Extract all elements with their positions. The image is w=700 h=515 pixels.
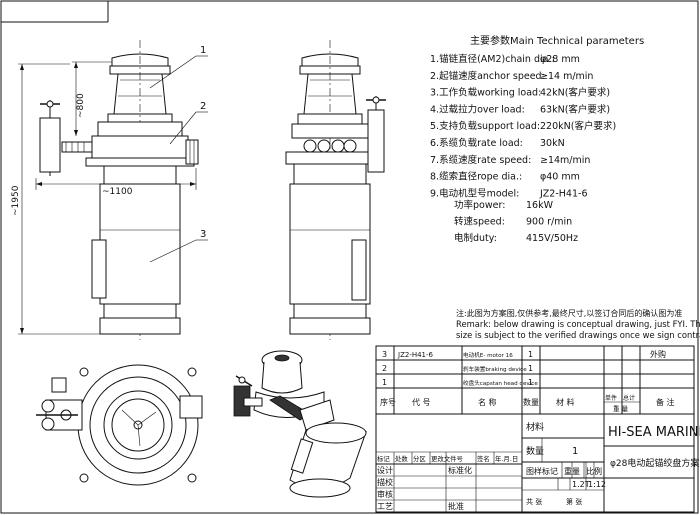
param-value: ≥14m/min (540, 155, 590, 166)
tb-weight-label: 重量 (564, 466, 580, 476)
param-value: φ40 mm (540, 172, 580, 183)
revision-col-label: 标记 (377, 454, 390, 463)
param-motor-label: 电制duty: (454, 232, 497, 244)
signature-row-label: 审核 (377, 489, 393, 499)
tb-qty-value: 1 (572, 446, 578, 457)
bom-rows: 3 JZ2-H41-6 电动机E- motor 16 1 外购 2 刹车装置braking … (382, 349, 666, 387)
param-value: 220kN(客户要求) (540, 120, 616, 132)
param-label: 6.系缆负载rate load: (430, 137, 523, 149)
bom-header-material: 材 料 (556, 397, 575, 407)
bom-row-name: 刹车装置braking device (463, 365, 527, 373)
params-list: 1.锚链直径(AM2)chain dia.:φ28 mm 2.起锚速度anchor… (430, 53, 616, 244)
callout-3: 3 (200, 229, 206, 240)
bom-header-weight: 重 量 (613, 405, 629, 413)
param-label: 8.缆索直径rope dia.: (430, 171, 522, 183)
param-label: 7.系缆速度rate speed: (430, 154, 531, 166)
param-label: 5.支持负载support load: (430, 120, 540, 132)
tb-sheet-total: 共 张 (526, 497, 542, 506)
param-value: φ28 mm (540, 54, 580, 65)
tb-weight-value: 1.2T (572, 480, 590, 489)
revision-col-label: 签名 (477, 454, 490, 463)
param-label: 4.过载拉力over load: (430, 103, 525, 115)
front-view (18, 40, 208, 340)
bom-row-note: 外购 (650, 349, 666, 359)
tb-material-label: 材料 (526, 421, 544, 433)
param-value: ≥14 m/min (540, 71, 593, 82)
param-label: 9.电动机型号model: (430, 187, 519, 199)
param-motor-label: 功率power: (454, 199, 505, 211)
tb-sheet-no: 第 张 (566, 497, 582, 506)
revision-col-label: 分区 (413, 454, 426, 463)
revision-col-label: 处数 (395, 454, 408, 463)
param-value: JZ2-H41-6 (539, 188, 588, 199)
tb-scale-value: 1:12 (588, 480, 606, 489)
param-motor-value: 415V/50Hz (526, 233, 578, 244)
bom-header-name: 名 称 (478, 397, 497, 407)
param-label: 1.锚链直径(AM2)chain dia.: (430, 53, 555, 65)
callout-2: 2 (200, 101, 206, 112)
params-title: 主要参数Main Technical parameters (470, 34, 644, 47)
remark-cn: 注:此图为方案图,仅供参考,最终尺寸,以签订合同后的确认图为准 (456, 308, 682, 318)
param-value: 30kN (540, 138, 565, 149)
param-motor-value: 900 r/min (526, 217, 572, 228)
top-view (36, 364, 203, 486)
side-view (285, 40, 386, 340)
param-motor-label: 转速speed: (454, 216, 505, 228)
tb-qty-label: 数量 (526, 445, 544, 457)
bom-header-no: 序号 (380, 397, 396, 407)
title-block (375, 413, 695, 513)
dim-1100: ~1100 (102, 187, 133, 197)
bom-header-single: 单件 (605, 394, 617, 402)
remark-en-2: size is subject to the verified drawings… (456, 330, 700, 340)
revision-header: 标记处数分区更改文件号 签名年.月.日 (377, 454, 518, 463)
tb-company: HI-SEA MARINE (608, 425, 700, 440)
bom-row-qty: 1 (528, 350, 533, 359)
tb-drawing-title: φ28电动起锚绞盘方案图 (610, 457, 700, 469)
bom-header-code: 代 号 (412, 397, 431, 407)
param-label: 2.起锚速度anchor speed: (430, 70, 545, 82)
param-motor-value: 16kW (526, 200, 554, 211)
bom-header-qty: 数量 (523, 397, 539, 407)
signature-row-label: 设计 (377, 465, 393, 475)
param-label: 3.工作负载working load: (430, 87, 541, 99)
dim-800: ~800 (76, 93, 86, 118)
tb-std-label: 标准化 (448, 465, 472, 475)
tb-approve-label: 批准 (448, 501, 464, 511)
bom-row-name: 电动机E- motor 16 (463, 351, 513, 359)
bom-header-total: 总计 (623, 394, 635, 402)
param-value: 63kN(客户要求) (540, 103, 610, 115)
tb-scale-label: 比例 (586, 466, 602, 476)
bom-row-name: 绞盘头capstan head device (463, 379, 538, 387)
dim-1950: ~1950 (11, 185, 21, 216)
bom-row-qty: 1 (528, 378, 533, 387)
bom-row-no: 2 (382, 364, 387, 373)
bom-row-no: 1 (382, 378, 387, 387)
tb-stage-label: 图样标记 (526, 466, 558, 476)
bom-row-code: JZ2-H41-6 (397, 351, 434, 359)
signature-row-label: 描校 (377, 477, 393, 487)
bom-row-qty: 1 (528, 364, 533, 373)
revision-col-label: 年.月.日 (495, 454, 518, 463)
bom-header-note: 备 注 (656, 397, 675, 407)
bom-row-no: 3 (382, 350, 387, 359)
signature-row-label: 工艺 (377, 502, 393, 511)
remark-en-1: Remark: below drawing is conceptual draw… (456, 319, 700, 329)
revision-col-label: 更改文件号 (431, 454, 463, 463)
callout-1: 1 (200, 45, 206, 56)
param-value: 42kN(客户要求) (540, 87, 610, 99)
iso-view (233, 350, 367, 498)
